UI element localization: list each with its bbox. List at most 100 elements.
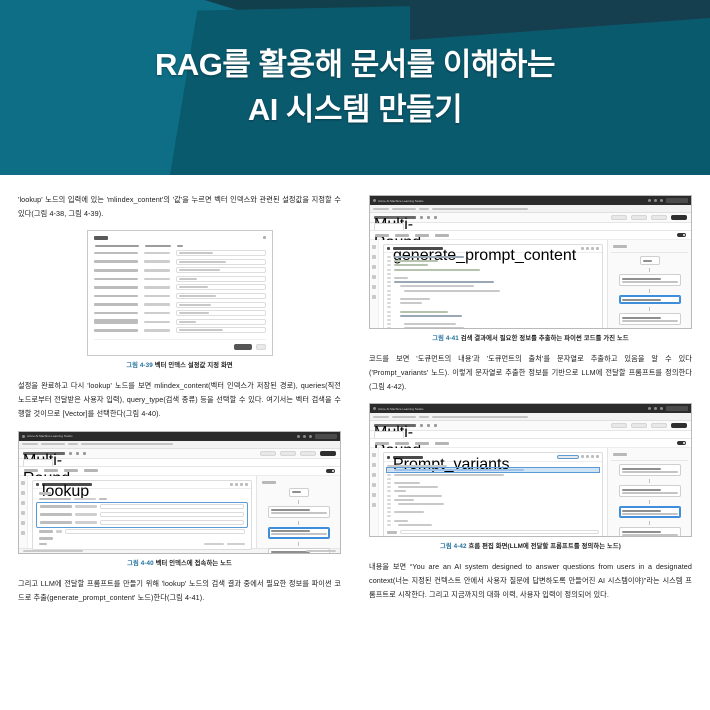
breadcrumb-item[interactable]	[432, 415, 528, 418]
settings-icon[interactable]	[372, 503, 376, 508]
add-python-button[interactable]	[415, 441, 429, 445]
inputs-field[interactable]	[400, 530, 599, 535]
account-chip[interactable]	[666, 198, 688, 203]
delete-icon[interactable]	[434, 424, 437, 428]
minimize-icon[interactable]	[648, 199, 651, 202]
raw-file-toggle[interactable]	[677, 441, 686, 446]
edit-icon[interactable]	[420, 424, 423, 428]
home-icon[interactable]	[372, 245, 376, 249]
files-icon[interactable]	[372, 463, 376, 468]
add-prompt-button[interactable]	[395, 441, 409, 445]
row-value-input[interactable]	[175, 293, 266, 300]
more-icon[interactable]	[596, 455, 599, 459]
more-tools-button[interactable]	[84, 469, 98, 472]
compute-selector[interactable]	[611, 215, 627, 220]
models-icon[interactable]	[372, 493, 376, 498]
breadcrumb-item[interactable]	[392, 415, 416, 418]
delete-icon[interactable]	[434, 216, 437, 219]
tab-flow[interactable]	[23, 458, 53, 466]
graph-node-generate-prompt[interactable]	[618, 485, 681, 498]
data-icon[interactable]	[372, 275, 376, 279]
more-tools-button[interactable]	[435, 441, 449, 445]
run-node-icon[interactable]	[581, 247, 584, 250]
maximize-icon[interactable]	[654, 199, 657, 202]
more-tools-button[interactable]	[435, 233, 449, 237]
add-python-button[interactable]	[64, 469, 78, 472]
run-node-icon[interactable]	[230, 482, 233, 486]
data-icon[interactable]	[372, 483, 376, 488]
clone-icon[interactable]	[427, 424, 430, 428]
breadcrumb-item[interactable]	[68, 443, 78, 445]
row-value-input[interactable]	[175, 267, 266, 274]
graph-node-input[interactable]	[639, 256, 660, 265]
clone-icon[interactable]	[427, 216, 430, 219]
row-value-input[interactable]	[175, 258, 266, 265]
graph-node-prompt-variants[interactable]	[618, 313, 681, 325]
breadcrumb-item[interactable]	[81, 443, 173, 445]
home-icon[interactable]	[372, 453, 376, 458]
add-llm-button[interactable]	[375, 441, 389, 445]
row-value-input[interactable]	[175, 327, 266, 334]
graph-node-modify-query[interactable]	[267, 505, 330, 518]
breadcrumb-item[interactable]	[392, 207, 416, 210]
python-code-editor[interactable]	[384, 253, 602, 328]
row-value-input[interactable]	[175, 275, 266, 282]
edit-icon[interactable]	[420, 216, 423, 219]
maximize-icon[interactable]	[654, 407, 657, 411]
variants-button[interactable]	[557, 455, 579, 460]
graph-node-modify-query[interactable]	[618, 464, 681, 477]
clone-icon[interactable]	[76, 451, 79, 455]
models-icon[interactable]	[372, 285, 376, 289]
field-value-input[interactable]	[65, 529, 245, 534]
models-icon[interactable]	[21, 520, 25, 525]
node-card-generate-prompt-content[interactable]: generate_prompt_content	[383, 244, 603, 328]
chat-button[interactable]	[300, 450, 316, 456]
graph-node-generate-prompt[interactable]	[618, 295, 681, 304]
breadcrumb-item[interactable]	[373, 207, 389, 210]
delete-node-icon[interactable]	[591, 455, 594, 459]
chat-button[interactable]	[651, 215, 667, 220]
delete-node-icon[interactable]	[591, 247, 594, 250]
more-icon[interactable]	[245, 482, 248, 486]
breadcrumb-item[interactable]	[41, 443, 65, 445]
row-value-input[interactable]	[175, 284, 266, 291]
home-icon[interactable]	[21, 480, 25, 485]
account-chip[interactable]	[666, 406, 688, 412]
save-button[interactable]	[631, 423, 647, 429]
cancel-button[interactable]	[255, 344, 266, 351]
node-card-lookup[interactable]: lookup	[32, 479, 252, 550]
graph-node-lookup[interactable]	[267, 526, 330, 539]
field-value-input[interactable]	[100, 512, 244, 517]
maximize-icon[interactable]	[303, 434, 306, 438]
view-output-button[interactable]	[227, 542, 245, 545]
compute-selector[interactable]	[260, 450, 276, 456]
raw-file-toggle[interactable]	[677, 233, 686, 237]
delete-node-icon[interactable]	[240, 482, 243, 486]
field-value-input[interactable]	[100, 504, 244, 509]
breadcrumb-item[interactable]	[419, 207, 429, 210]
row-value-input[interactable]	[175, 318, 266, 325]
run-node-icon[interactable]	[581, 455, 584, 459]
run-button[interactable]	[671, 215, 687, 220]
minimize-icon[interactable]	[648, 407, 651, 411]
account-chip[interactable]	[315, 433, 337, 439]
data-icon[interactable]	[21, 510, 25, 515]
add-llm-button[interactable]	[375, 233, 389, 237]
flows-icon[interactable]	[21, 500, 25, 505]
row-value-input[interactable]	[175, 301, 266, 308]
node-card-prompt-variants[interactable]: Prompt_variants	[383, 452, 603, 537]
files-icon[interactable]	[372, 255, 376, 259]
breadcrumb-item[interactable]	[419, 415, 429, 418]
row-value-input[interactable]	[175, 250, 266, 257]
prompt-editor[interactable]	[384, 462, 602, 529]
raw-file-toggle[interactable]	[326, 468, 335, 473]
minimize-icon[interactable]	[297, 434, 300, 438]
copy-node-icon[interactable]	[235, 482, 238, 486]
breadcrumb-item[interactable]	[373, 415, 389, 418]
graph-node-input[interactable]	[288, 487, 309, 497]
breadcrumb-item[interactable]	[22, 443, 38, 445]
settings-icon[interactable]	[372, 295, 376, 299]
graph-node-prompt-variants[interactable]	[618, 506, 681, 519]
field-value-select[interactable]	[100, 520, 244, 525]
add-prompt-button[interactable]	[44, 469, 58, 472]
